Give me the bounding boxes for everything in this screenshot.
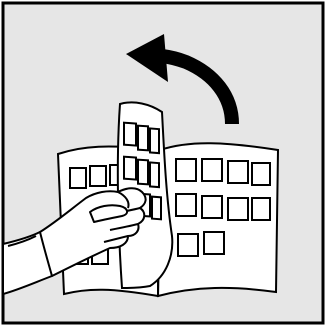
instruction-panel bbox=[0, 0, 327, 328]
page-turn-illustration bbox=[0, 0, 327, 328]
